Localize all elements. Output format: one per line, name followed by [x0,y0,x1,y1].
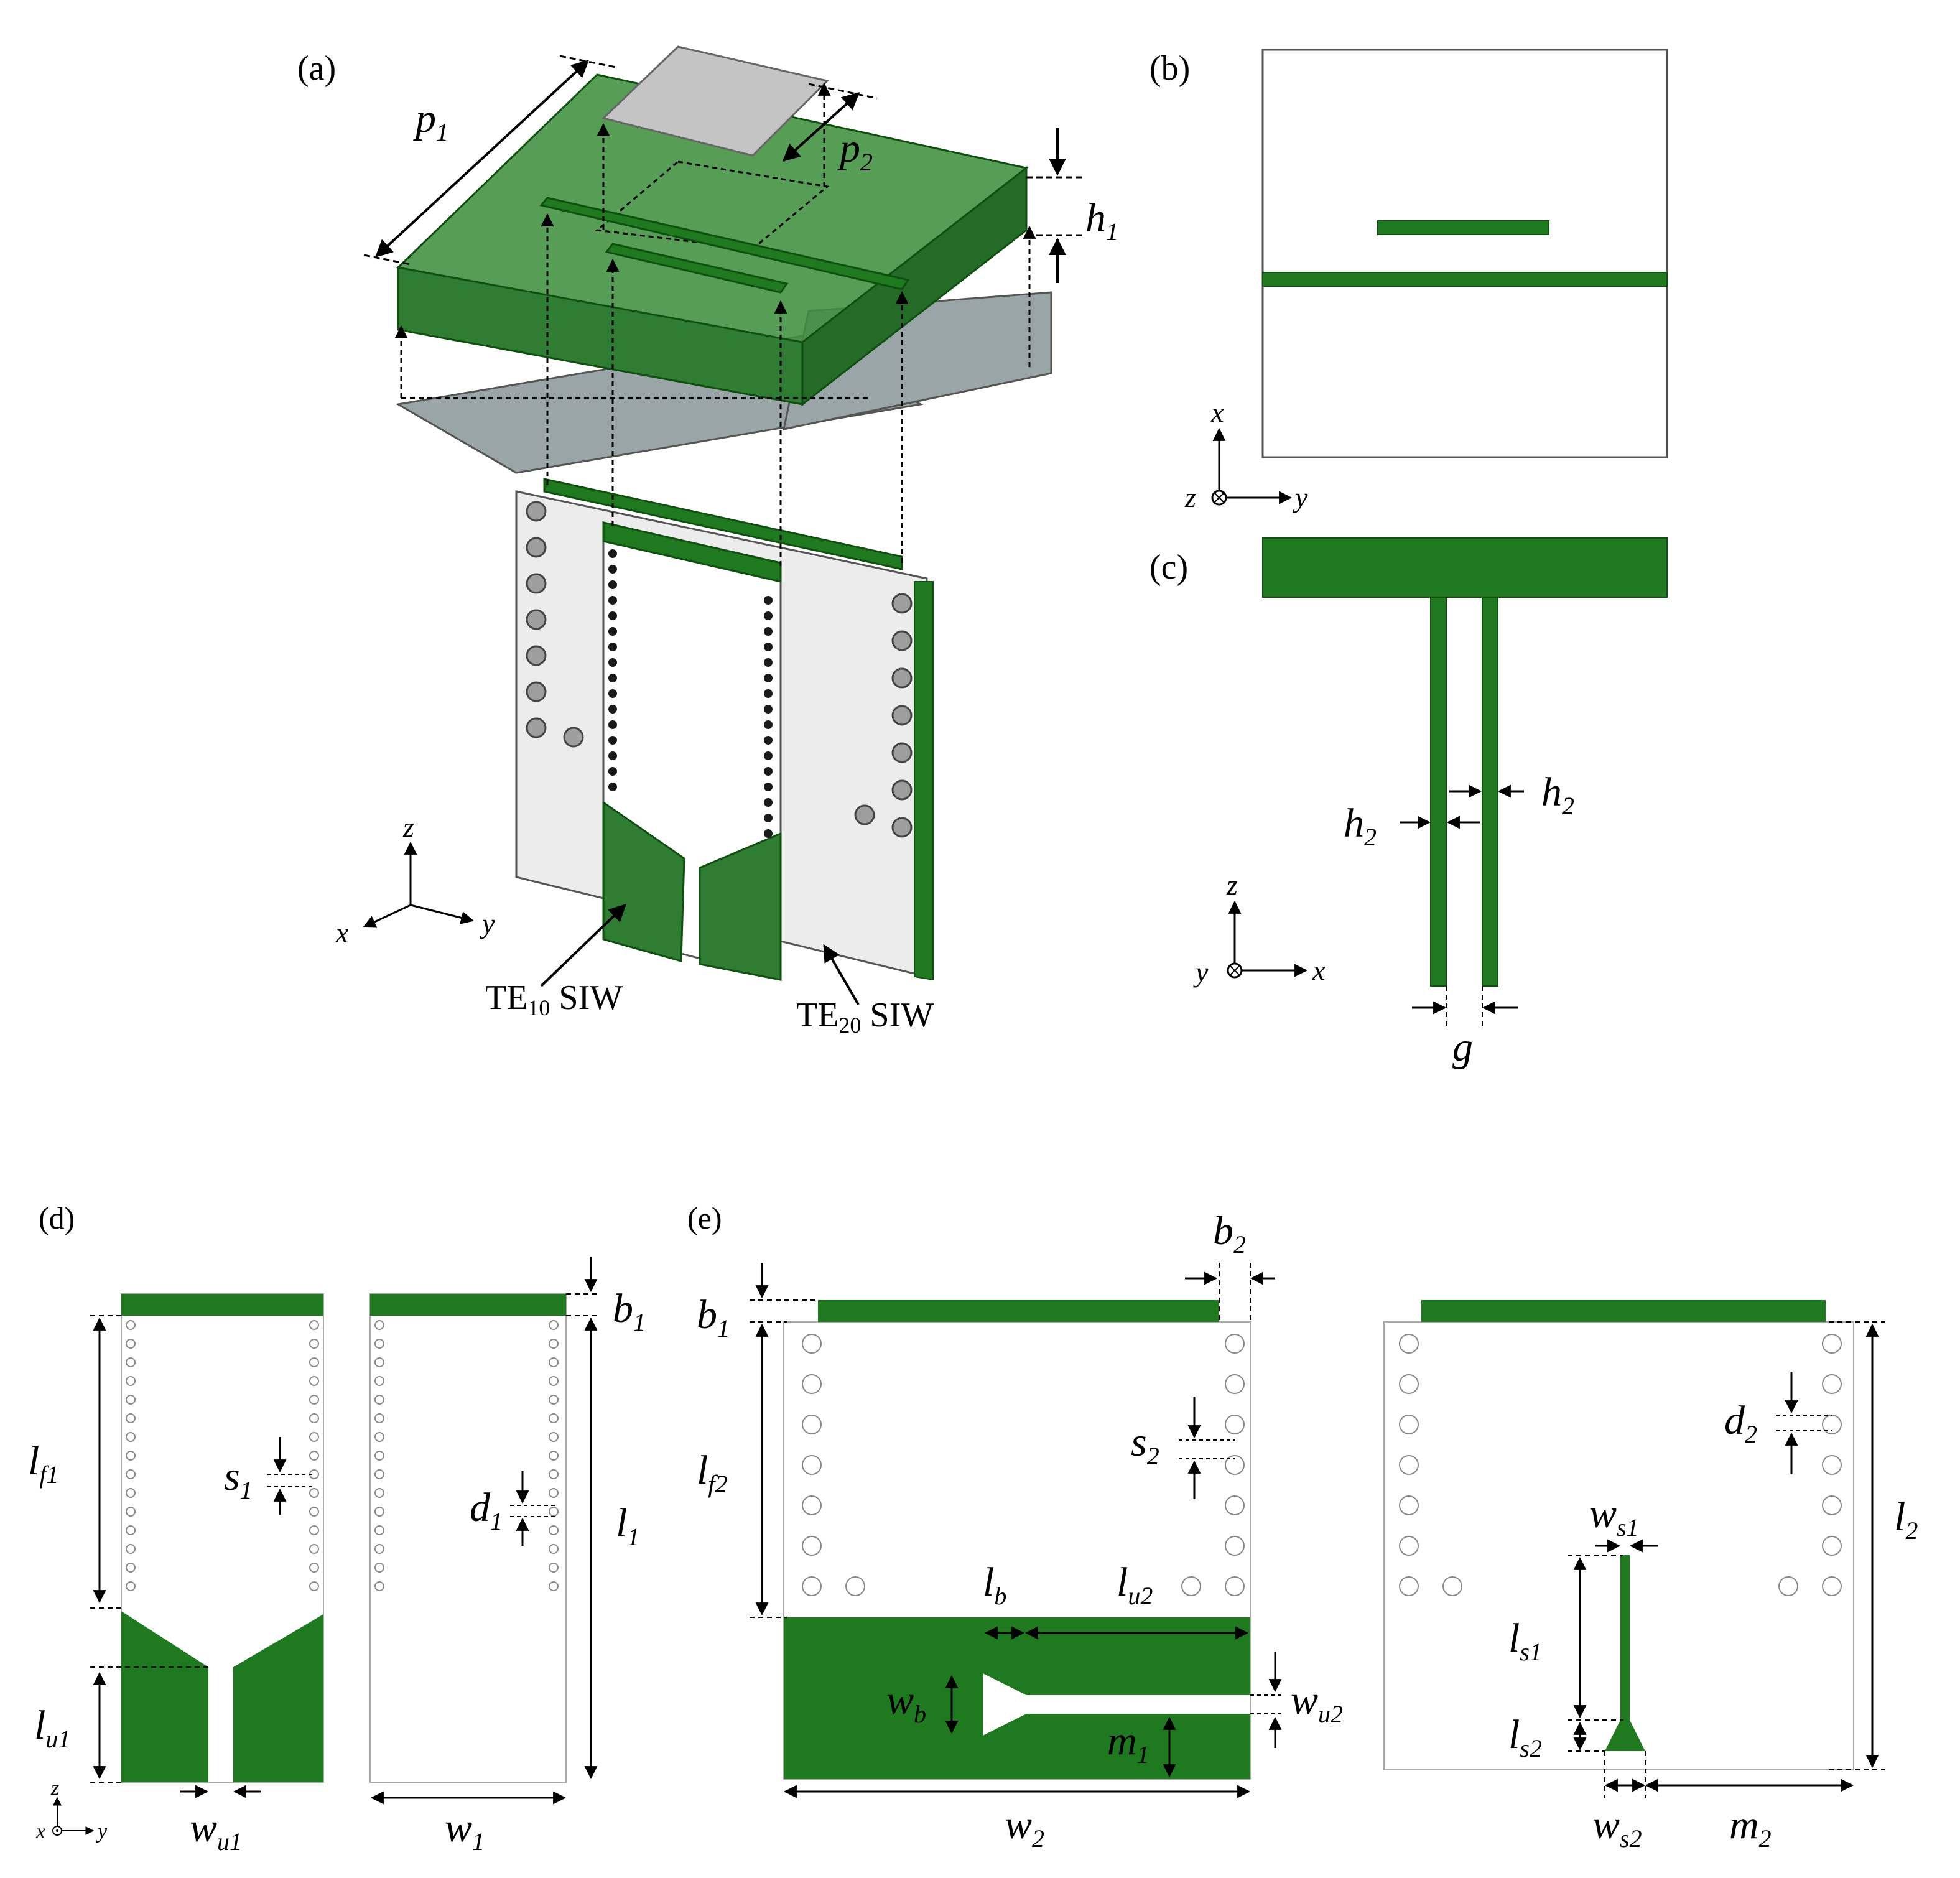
panel-d-label: (d) [39,1201,75,1235]
h2-label-right: h2 [1541,769,1574,820]
wu1-label: wu1 [190,1805,242,1856]
wu2-label: wu2 [1291,1678,1343,1728]
ws2-label: ws2 [1592,1802,1642,1852]
top-view-upper-strip [1377,220,1549,235]
te10-siw-label: TE10 SIW [485,979,623,1020]
top-view-outline [1261,49,1668,458]
d-taper-left [121,1611,208,1782]
top-view-lower-strip [1262,272,1668,287]
axes-c: z x y [1193,869,1326,988]
l1-label: l1 [616,1500,639,1551]
svg-text:y: y [480,908,495,939]
feed-strip-lower [605,243,789,294]
top-metal-patch [601,45,829,157]
lu1-label: lu1 [34,1703,70,1753]
s1-label: s1 [224,1454,253,1504]
lu2-label: lu2 [1117,1560,1153,1610]
d-te10-top-strip [121,1294,323,1316]
assembly-lines [394,82,1036,566]
lb-label: lb [983,1560,1006,1610]
svg-text:y: y [1193,956,1209,988]
svg-text:z: z [50,1777,59,1800]
e-te20-top-strip [818,1300,1219,1322]
ls2-label: ls2 [1508,1712,1542,1762]
te10-taper-right [699,832,782,981]
h1-label: h1 [1085,195,1118,246]
w2-label: w2 [1005,1802,1044,1852]
d2-label: d2 [1724,1398,1757,1448]
b2-label: b2 [1213,1208,1246,1258]
d-te10-back-strip [370,1294,566,1316]
d-taper-right [233,1614,323,1782]
wb-label: wb [886,1678,926,1728]
e-te20-back-vias [1399,1334,1842,1596]
axes-b: x y z [1184,396,1308,513]
svg-text:z: z [1184,481,1196,513]
p1-dimension [374,60,590,258]
e-balun-slot [983,1673,1250,1736]
b1-label-d: b1 [613,1286,646,1336]
panel-c-label: (c) [1150,548,1188,587]
w1-label: w1 [445,1805,485,1856]
te20-siw-label: TE20 SIW [796,996,934,1038]
l2-label: l2 [1894,1494,1918,1545]
panel-d: (d) [28,1201,646,1856]
svg-text:y: y [96,1820,108,1843]
p2-dimension [782,92,860,162]
b1-label-e: b1 [697,1292,730,1342]
axes-a: z y x [335,811,495,949]
s2-label: s2 [1131,1420,1159,1470]
m1-label: m1 [1107,1718,1150,1769]
d-te10-back-board [369,1293,567,1783]
te20-siw-edge [914,581,934,981]
svg-text:z: z [402,811,414,843]
te20-top-strip [543,478,903,570]
panel-a-label: (a) [297,49,336,88]
h2-label-left: h2 [1344,801,1377,851]
p1-label: p1 [413,96,448,146]
side-view-left-leg [1430,597,1447,987]
ws1-label: ws1 [1589,1491,1639,1541]
svg-text:x: x [1210,396,1224,428]
axes-d: z y x [35,1777,108,1843]
e-te20-back-strip [1421,1300,1826,1322]
svg-text:y: y [1293,481,1308,513]
lf2-label: lf2 [697,1448,727,1498]
panel-b: (b) x y z [1150,49,1668,513]
d-te10-back-vias [374,1320,559,1591]
te10-vias [608,549,773,838]
svg-text:x: x [35,1820,45,1843]
m2-label: m2 [1729,1802,1772,1852]
lf1-label: lf1 [28,1438,58,1489]
g-label: g [1452,1025,1473,1070]
svg-text:x: x [1312,954,1326,986]
side-view-top-strip [1262,537,1668,598]
side-view-right-leg [1482,597,1498,987]
e-te20-vias [802,1334,1245,1596]
e-stub-line [1605,1555,1645,1751]
panel-b-label: (b) [1150,49,1190,88]
svg-text:z: z [1226,869,1238,901]
panel-c: (c) h2 h2 g z x y [1150,537,1668,1070]
svg-text:x: x [335,917,349,949]
p2-label: p2 [837,126,873,176]
panel-e: (e) b2 [687,1201,1918,1852]
panel-e-label: (e) [687,1201,722,1235]
te20-vias [526,501,913,838]
d1-label: d1 [470,1485,503,1535]
te10-top-strip [602,521,782,583]
ls1-label: ls1 [1508,1615,1542,1666]
panel-a: (a) p1 p2 h1 [297,45,1118,1038]
d-te10-vias [126,1320,319,1591]
